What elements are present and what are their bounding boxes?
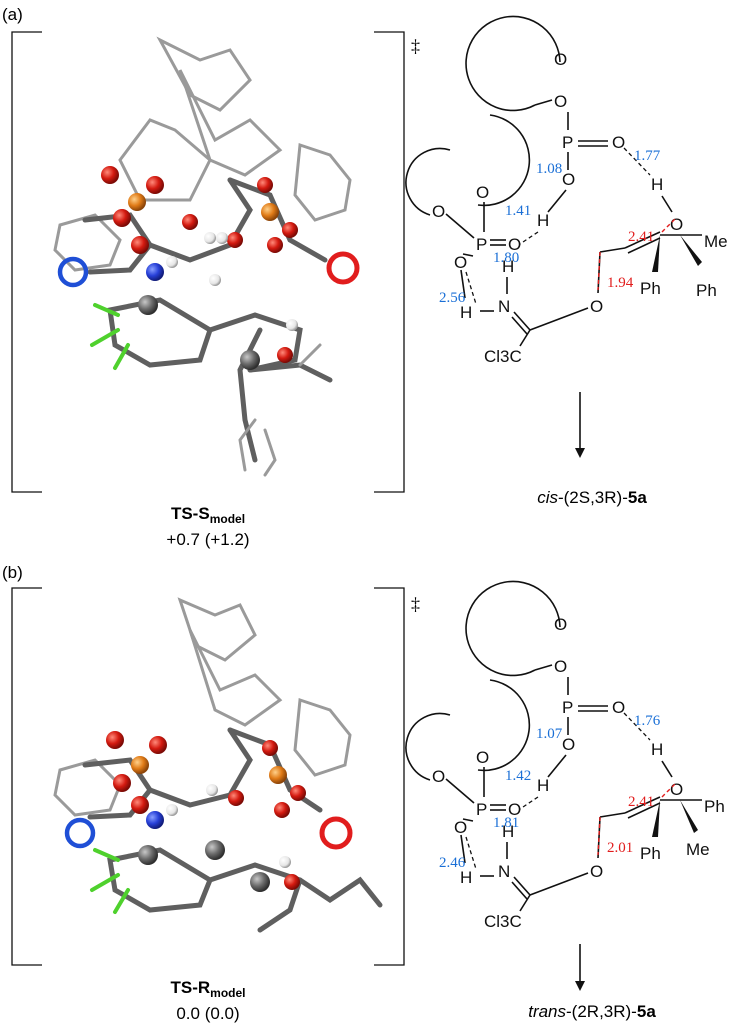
svg-text:O: O	[562, 735, 575, 754]
svg-text:1.77: 1.77	[634, 148, 661, 164]
svg-text:P: P	[476, 235, 487, 254]
svg-text:Cl3C: Cl3C	[484, 347, 522, 366]
svg-text:P: P	[562, 133, 573, 152]
svg-text:2.41: 2.41	[628, 229, 654, 245]
marker-ring-blue-b	[64, 817, 96, 849]
svg-text:O: O	[476, 748, 489, 767]
bracket-right-b	[374, 587, 405, 966]
energy-a: +0.7 (+1.2)	[166, 530, 249, 549]
svg-text:O: O	[508, 800, 521, 819]
svg-text:H: H	[502, 822, 514, 841]
svg-text:H: H	[502, 257, 514, 276]
marker-ring-red-a	[326, 251, 360, 285]
svg-text:O: O	[562, 170, 575, 189]
svg-text:H: H	[651, 175, 663, 194]
svg-text:P: P	[476, 800, 487, 819]
svg-text:O: O	[670, 215, 683, 234]
energy-b: 0.0 (0.0)	[176, 1004, 239, 1023]
svg-text:2.46: 2.46	[439, 855, 466, 871]
panel-b: (b) ‡	[2, 563, 725, 1023]
bracket-left-b	[11, 587, 42, 966]
svg-text:1.81: 1.81	[493, 815, 519, 831]
svg-text:N: N	[498, 862, 510, 881]
svg-text:Ph: Ph	[704, 797, 725, 816]
molecule-3d-model-a	[53, 36, 352, 477]
panel-label-b: (b)	[2, 563, 23, 582]
svg-text:Ph: Ph	[696, 281, 717, 300]
svg-text:1.07: 1.07	[536, 726, 563, 742]
svg-text:Ph: Ph	[640, 279, 661, 298]
svg-text:O: O	[554, 615, 567, 634]
svg-text:Ph: Ph	[640, 844, 661, 863]
dagger-b: ‡	[411, 594, 420, 614]
panel-label-a: (a)	[2, 5, 23, 24]
dagger-a: ‡	[411, 36, 420, 56]
svg-text:O: O	[590, 297, 603, 316]
bracket-left-a	[11, 31, 42, 493]
svg-text:P: P	[562, 698, 573, 717]
product-label-a: cis-(2S,3R)-5a	[537, 488, 647, 507]
svg-text:H: H	[537, 211, 549, 230]
svg-text:O: O	[454, 253, 467, 272]
bracket-right-a	[374, 31, 405, 493]
svg-text:2.41: 2.41	[628, 794, 654, 810]
svg-text:1.41: 1.41	[505, 203, 531, 219]
svg-text:2.01: 2.01	[607, 840, 633, 856]
svg-text:H: H	[537, 776, 549, 795]
ts-label-a: TS-Smodel	[171, 504, 245, 526]
marker-ring-blue-a	[57, 256, 89, 288]
svg-text:H: H	[460, 303, 472, 322]
svg-text:O: O	[476, 183, 489, 202]
svg-text:O: O	[432, 202, 445, 221]
svg-text:H: H	[460, 868, 472, 887]
svg-text:O: O	[612, 133, 625, 152]
ts-label-b: TS-Rmodel	[170, 978, 245, 1000]
svg-text:O: O	[432, 767, 445, 786]
svg-text:Me: Me	[704, 232, 728, 251]
svg-text:O: O	[508, 235, 521, 254]
product-label-b: trans-(2R,3R)-5a	[528, 1002, 656, 1021]
svg-text:N: N	[498, 297, 510, 316]
svg-text:2.56: 2.56	[439, 290, 466, 306]
panel-a: (a) ‡	[2, 5, 728, 549]
svg-text:1.76: 1.76	[634, 713, 661, 729]
svg-text:O: O	[454, 818, 467, 837]
svg-text:O: O	[554, 92, 567, 111]
svg-text:1.42: 1.42	[505, 768, 531, 784]
svg-text:O: O	[670, 780, 683, 799]
svg-text:1.80: 1.80	[493, 250, 519, 266]
svg-text:1.94: 1.94	[607, 275, 634, 291]
svg-text:Me: Me	[686, 840, 710, 859]
scheme-2d-a: O O P O O O O P O O H H H N O	[405, 15, 728, 458]
scheme-2d-b: O O P O O O O P O O H H H N O Cl3C	[405, 580, 725, 991]
marker-ring-red-b	[319, 816, 353, 850]
molecule-3d-model-b	[53, 597, 383, 933]
svg-text:Cl3C: Cl3C	[484, 912, 522, 931]
svg-text:H: H	[651, 740, 663, 759]
svg-text:O: O	[590, 862, 603, 881]
svg-text:O: O	[554, 50, 567, 69]
svg-text:O: O	[554, 657, 567, 676]
svg-text:O: O	[612, 698, 625, 717]
svg-text:1.08: 1.08	[536, 161, 562, 177]
